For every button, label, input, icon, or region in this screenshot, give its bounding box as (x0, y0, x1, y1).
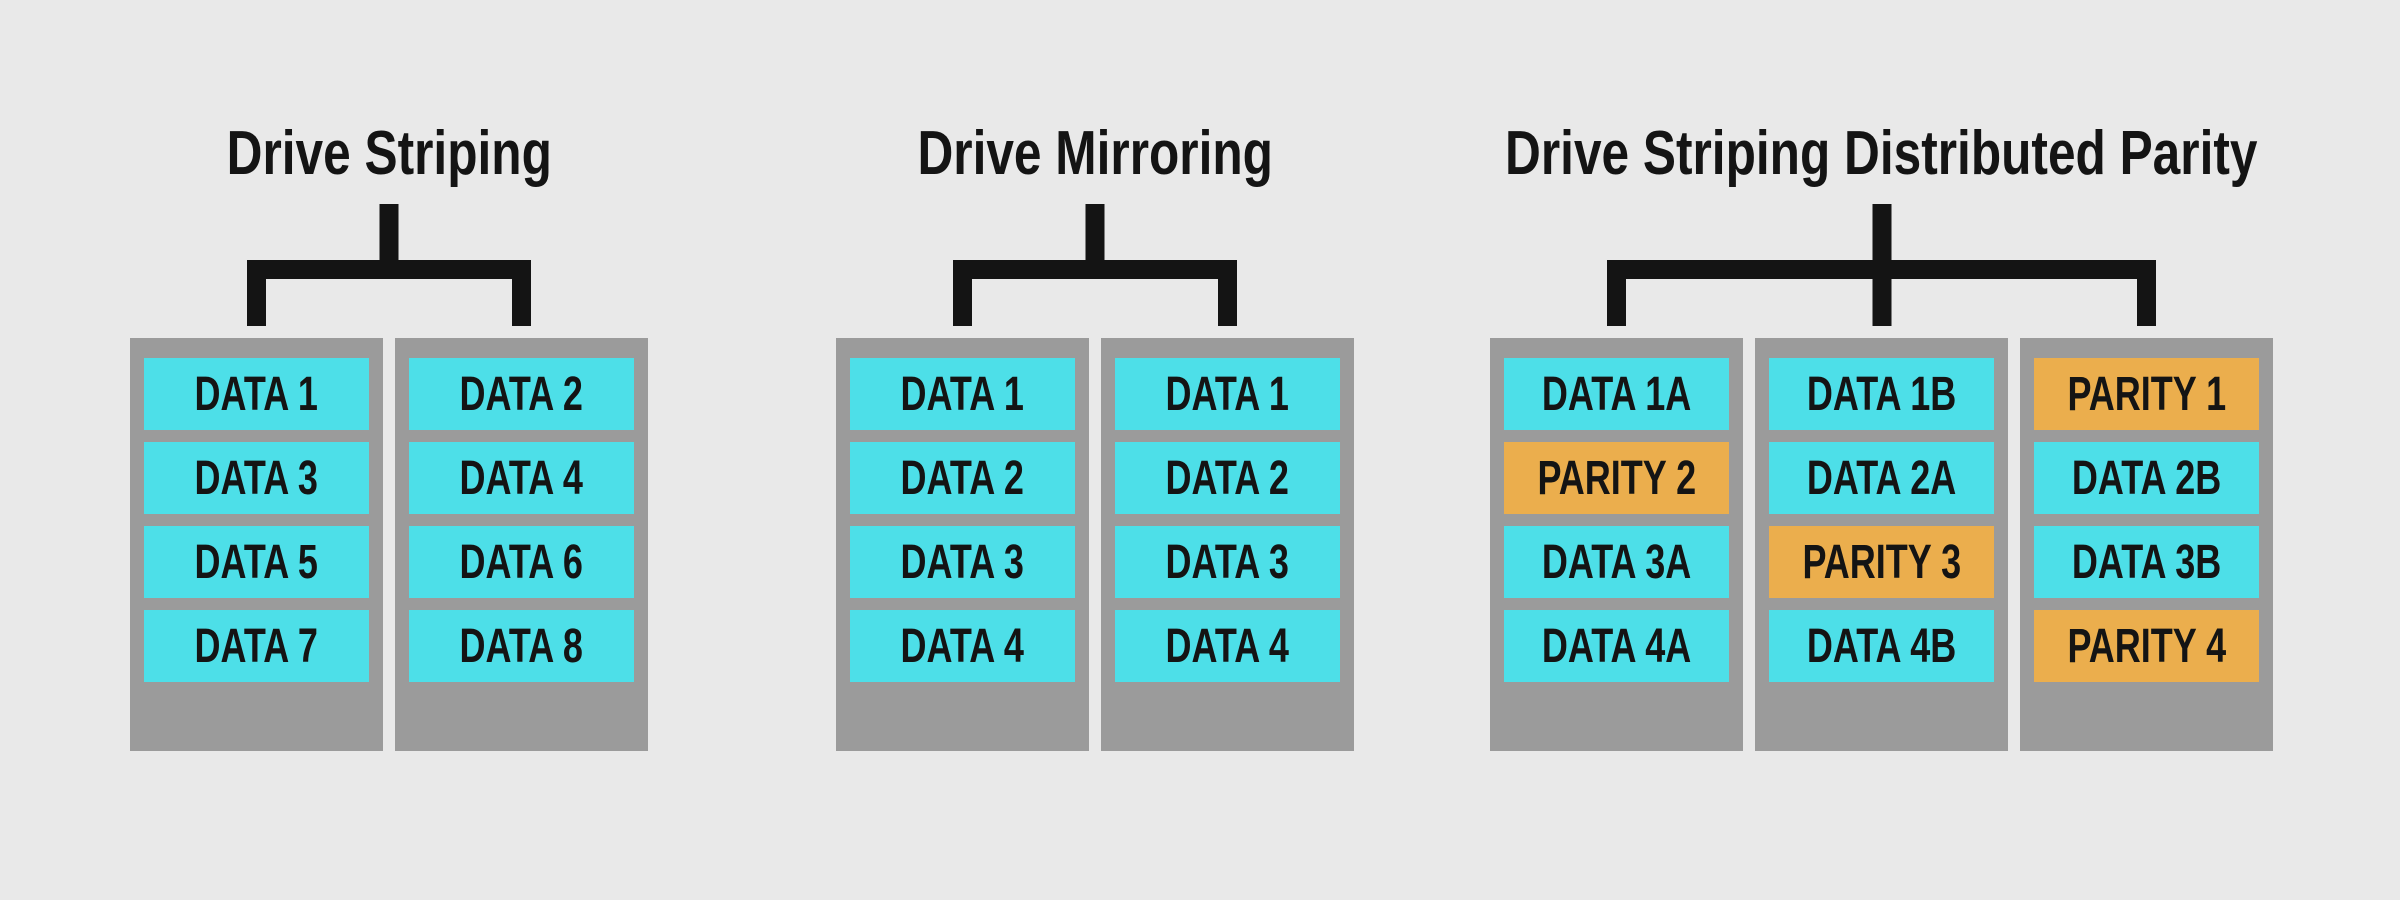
diagram-title-text: Drive Striping Distributed Parity (1505, 118, 2258, 188)
diagram-drive-striping-distributed-parity: Drive Striping Distributed Parity DATA 1… (1490, 0, 2273, 751)
storage-block-label: DATA 3 (900, 535, 1025, 589)
drive-column: DATA 1 DATA 3 DATA 5 DATA 7 (130, 338, 383, 751)
storage-block: DATA 2 (409, 358, 634, 430)
storage-block-label: DATA 2A (1806, 451, 1957, 505)
diagram-title-text: Drive Striping (226, 118, 552, 188)
storage-block-label: DATA 5 (194, 535, 319, 589)
drive-column: DATA 1 DATA 2 DATA 3 DATA 4 (1101, 338, 1354, 751)
storage-block-label: DATA 2B (2071, 451, 2222, 505)
storage-block: DATA 2 (850, 442, 1075, 514)
storage-block-label: DATA 4 (1165, 619, 1290, 673)
drive-row: DATA 1A PARITY 2 DATA 3A DATA 4A DATA 1B… (1490, 338, 2273, 751)
diagram-title-text: Drive Mirroring (917, 118, 1273, 188)
storage-block: DATA 6 (409, 526, 634, 598)
storage-block-label: DATA 4B (1806, 619, 1957, 673)
storage-block: DATA 1A (1504, 358, 1729, 430)
storage-block: DATA 8 (409, 610, 634, 682)
storage-block-label: DATA 1 (194, 367, 319, 421)
storage-block: PARITY 2 (1504, 442, 1729, 514)
drive-column: DATA 1 DATA 2 DATA 3 DATA 4 (836, 338, 1089, 751)
drive-row: DATA 1 DATA 2 DATA 3 DATA 4 DATA 1 DATA … (836, 338, 1354, 751)
storage-block: DATA 1B (1769, 358, 1994, 430)
connector-stem (379, 204, 399, 279)
tree-connector (247, 204, 531, 326)
diagram-drive-striping: Drive Striping DATA 1 DATA 3 DATA 5 DATA… (130, 0, 648, 751)
drive-column: DATA 1B DATA 2A PARITY 3 DATA 4B (1755, 338, 2008, 751)
diagram-title: Drive Striping (130, 114, 648, 192)
storage-block: DATA 4 (409, 442, 634, 514)
storage-block: DATA 2B (2034, 442, 2259, 514)
storage-block-label: PARITY 1 (2067, 367, 2226, 421)
drive-column: DATA 1A PARITY 2 DATA 3A DATA 4A (1490, 338, 1743, 751)
storage-block-label: DATA 1B (1806, 367, 1957, 421)
storage-block: DATA 2 (1115, 442, 1340, 514)
diagram-title: Drive Striping Distributed Parity (1490, 114, 2273, 192)
storage-block-label: PARITY 3 (1802, 535, 1961, 589)
storage-block: DATA 4 (850, 610, 1075, 682)
storage-block-label: DATA 2 (900, 451, 1025, 505)
storage-block-label: DATA 2 (1165, 451, 1290, 505)
storage-block: DATA 1 (850, 358, 1075, 430)
storage-block-label: DATA 4 (900, 619, 1025, 673)
diagram-drive-mirroring: Drive Mirroring DATA 1 DATA 2 DATA 3 DAT… (836, 0, 1354, 751)
storage-block: PARITY 3 (1769, 526, 1994, 598)
storage-block: DATA 4B (1769, 610, 1994, 682)
storage-block: DATA 3 (144, 442, 369, 514)
connector-center-leg (1872, 204, 1891, 326)
drive-column: DATA 2 DATA 4 DATA 6 DATA 8 (395, 338, 648, 751)
storage-block: PARITY 4 (2034, 610, 2259, 682)
storage-block-label: PARITY 4 (2067, 619, 2226, 673)
storage-block: DATA 3 (850, 526, 1075, 598)
storage-block-label: DATA 3A (1541, 535, 1692, 589)
storage-block-label: DATA 1A (1541, 367, 1692, 421)
storage-block: DATA 3B (2034, 526, 2259, 598)
drive-column: PARITY 1 DATA 2B DATA 3B PARITY 4 (2020, 338, 2273, 751)
storage-block: DATA 2A (1769, 442, 1994, 514)
diagram-title: Drive Mirroring (836, 114, 1354, 192)
storage-block-label: DATA 3 (194, 451, 319, 505)
storage-block-label: PARITY 2 (1537, 451, 1696, 505)
storage-block: PARITY 1 (2034, 358, 2259, 430)
storage-block-label: DATA 6 (459, 535, 584, 589)
storage-block-label: DATA 8 (459, 619, 584, 673)
drive-row: DATA 1 DATA 3 DATA 5 DATA 7 DATA 2 DATA … (130, 338, 648, 751)
storage-block: DATA 1 (144, 358, 369, 430)
storage-block-label: DATA 1 (1165, 367, 1290, 421)
storage-block-label: DATA 4A (1541, 619, 1692, 673)
storage-block: DATA 1 (1115, 358, 1340, 430)
storage-block: DATA 3A (1504, 526, 1729, 598)
storage-block: DATA 4 (1115, 610, 1340, 682)
storage-block-label: DATA 7 (194, 619, 319, 673)
storage-block: DATA 5 (144, 526, 369, 598)
tree-connector (1607, 204, 2156, 326)
storage-block-label: DATA 2 (459, 367, 584, 421)
storage-block: DATA 4A (1504, 610, 1729, 682)
storage-block-label: DATA 3B (2071, 535, 2222, 589)
storage-block-label: DATA 3 (1165, 535, 1290, 589)
connector-stem (1085, 204, 1105, 279)
storage-block: DATA 3 (1115, 526, 1340, 598)
storage-block-label: DATA 1 (900, 367, 1025, 421)
storage-block: DATA 7 (144, 610, 369, 682)
tree-connector (953, 204, 1237, 326)
storage-block-label: DATA 4 (459, 451, 584, 505)
